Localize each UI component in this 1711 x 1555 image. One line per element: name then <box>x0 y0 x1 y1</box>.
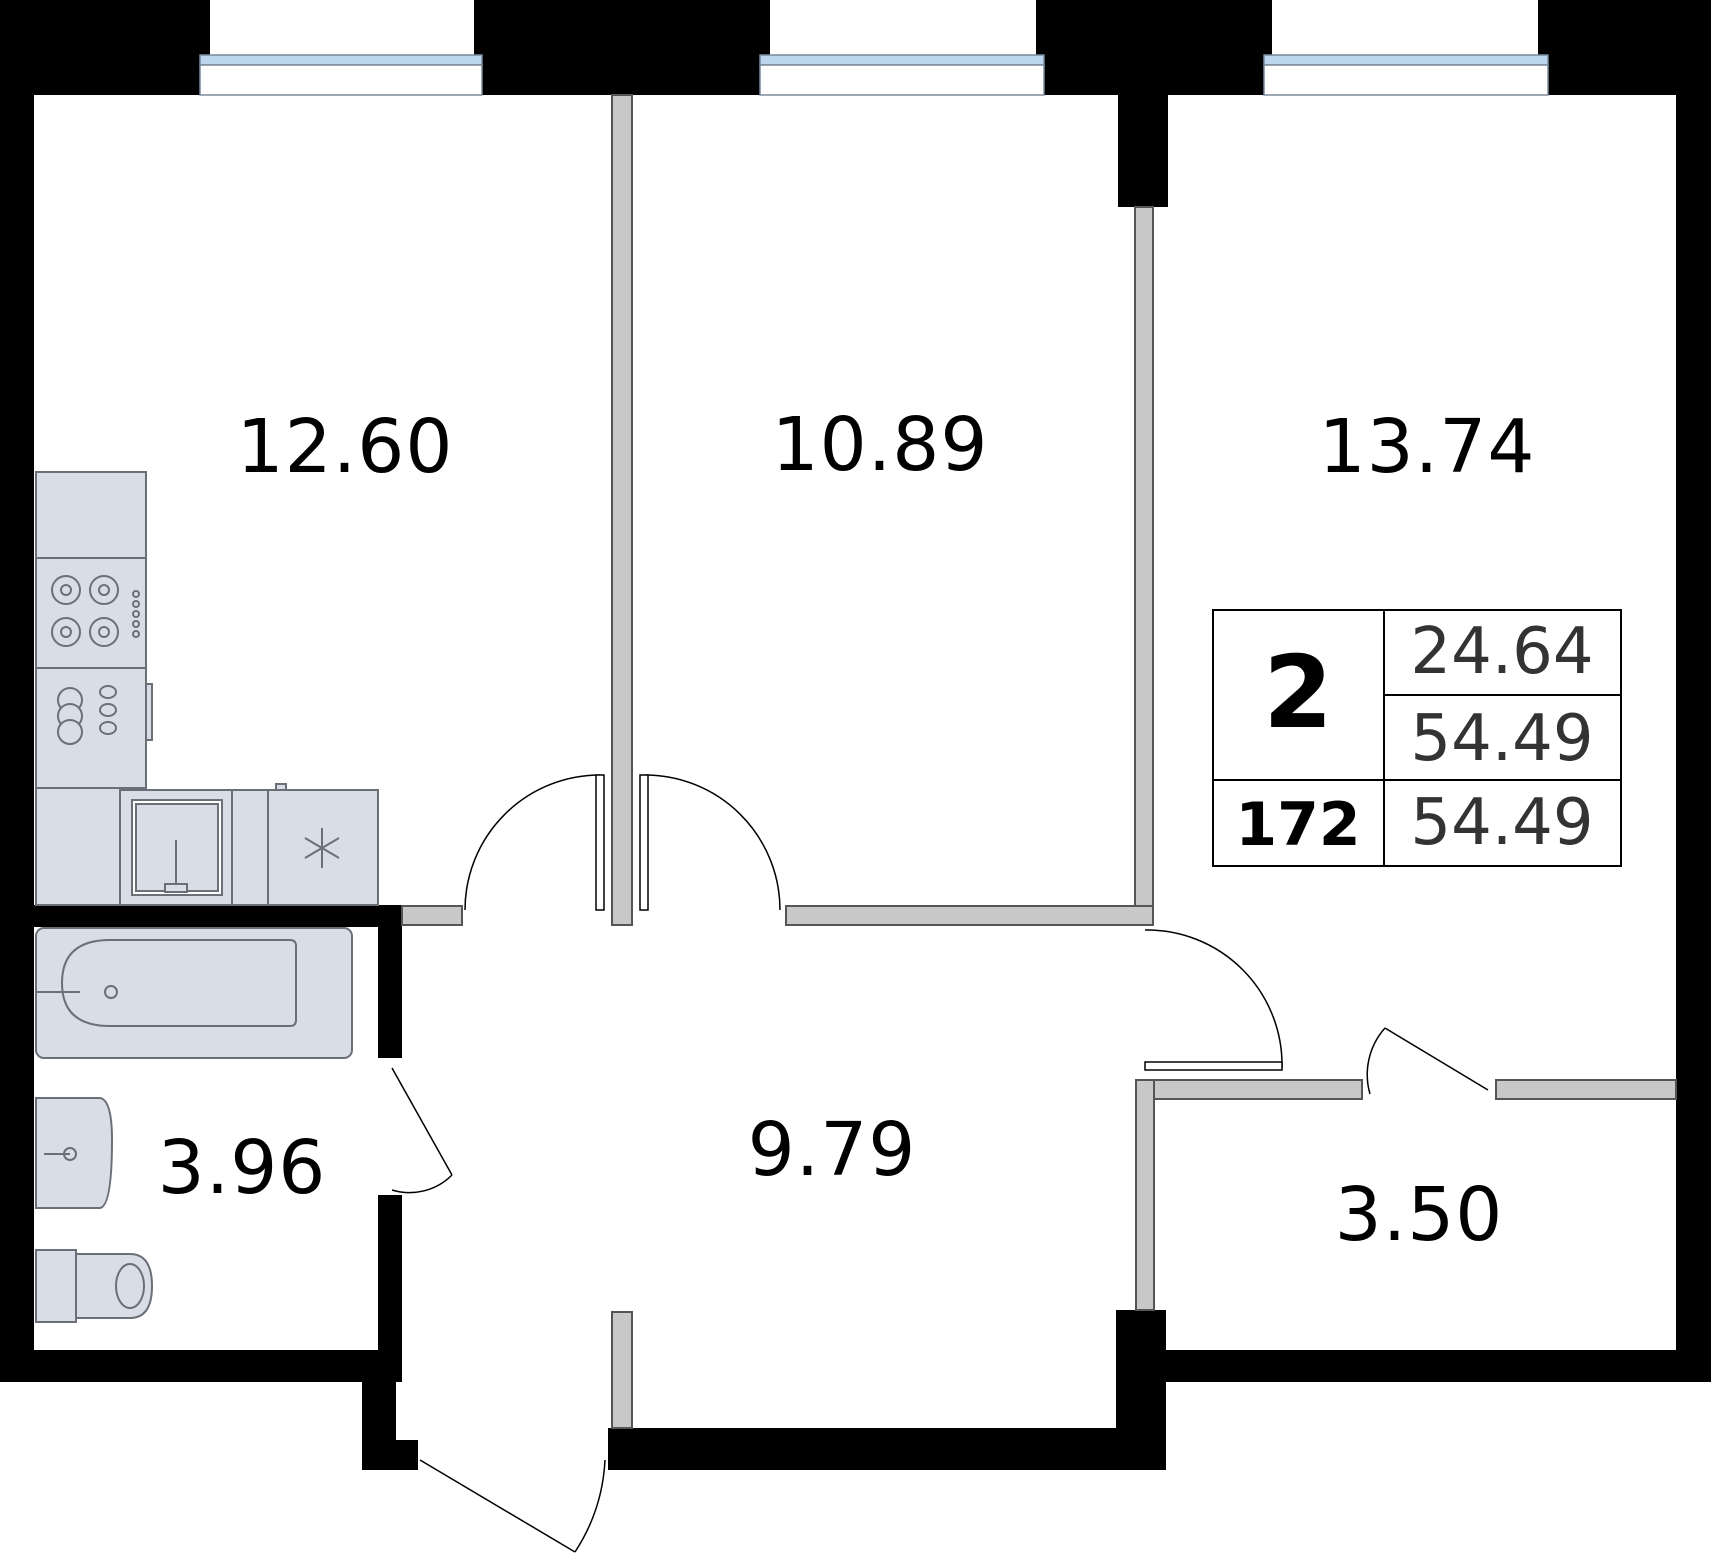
counter-segment <box>231 789 269 906</box>
area-label-bedroom-right: 13.74 <box>1318 404 1536 490</box>
partition-horizontal-mid <box>785 905 1154 926</box>
wall-bottom-mid <box>608 1428 1166 1470</box>
wall-left <box>0 0 34 1382</box>
window-right <box>1263 54 1549 66</box>
partition-right-vertical <box>1134 206 1154 926</box>
kitchen-counter-top <box>35 471 147 559</box>
door-arc-kitchen <box>464 774 601 911</box>
door-leaf-storage <box>1384 1027 1489 1091</box>
wall-top-mid-left <box>474 0 770 95</box>
total-area-value-2: 54.49 <box>1410 786 1594 860</box>
living-area-value: 24.64 <box>1410 615 1594 689</box>
wall-bottom-right <box>1116 1350 1711 1382</box>
refrigerator <box>267 789 379 906</box>
wall-bath-horizontal <box>0 905 402 927</box>
wall-bath-vertical-lower <box>378 1195 402 1382</box>
door-arc-bedroom <box>644 774 781 911</box>
bathroom-fixtures <box>35 927 353 1323</box>
partitions <box>401 94 1677 1429</box>
wall-column-right <box>1118 95 1168 207</box>
area-label-bathroom: 3.96 <box>157 1125 327 1211</box>
wall-bottom-left <box>0 1350 396 1382</box>
partition-storage-top-left <box>1135 1079 1363 1100</box>
partition-mid-vertical <box>611 94 633 926</box>
exterior-walls <box>0 0 1711 1470</box>
area-label-bedroom-middle: 10.89 <box>771 402 989 488</box>
windows <box>199 54 1549 66</box>
partition-hall-bottom-stub <box>611 1311 633 1429</box>
door-arc-bedroom-right <box>1144 929 1283 1069</box>
rooms-count: 2 <box>1263 634 1333 751</box>
area-label-storage: 3.50 <box>1334 1172 1504 1258</box>
snowflake-icon <box>304 828 340 868</box>
door-arc-storage <box>1366 1027 1386 1095</box>
wall-top-mid-right <box>1036 0 1272 95</box>
wall-bath-vertical-upper <box>378 905 402 1058</box>
doors <box>391 774 1489 1553</box>
window-left <box>199 54 483 66</box>
wall-top-left <box>0 0 210 95</box>
info-table <box>1212 609 1622 867</box>
door-arc-entrance <box>574 1459 606 1553</box>
wall-right <box>1676 0 1711 1382</box>
wall-bottom-step-left-foot <box>362 1440 418 1470</box>
apartment-number: 172 <box>1235 790 1361 860</box>
wall-bottom-step-right <box>1116 1310 1166 1470</box>
door-arc-bathroom <box>391 1174 453 1194</box>
partition-storage-top-right <box>1495 1079 1677 1100</box>
partition-horizontal-left <box>401 905 463 926</box>
stove-cooktop <box>35 557 147 669</box>
kitchen-fixtures <box>35 471 379 906</box>
area-label-hallway: 9.79 <box>747 1107 917 1193</box>
window-middle <box>759 54 1045 66</box>
toilet-tank <box>35 1249 77 1323</box>
door-leaf-bathroom <box>391 1067 453 1176</box>
door-leaf-entrance <box>419 1459 576 1553</box>
washing-machine <box>35 667 147 789</box>
partition-storage-vertical <box>1135 1079 1155 1311</box>
area-label-kitchen: 12.60 <box>236 404 454 490</box>
total-area-value: 54.49 <box>1410 702 1594 776</box>
